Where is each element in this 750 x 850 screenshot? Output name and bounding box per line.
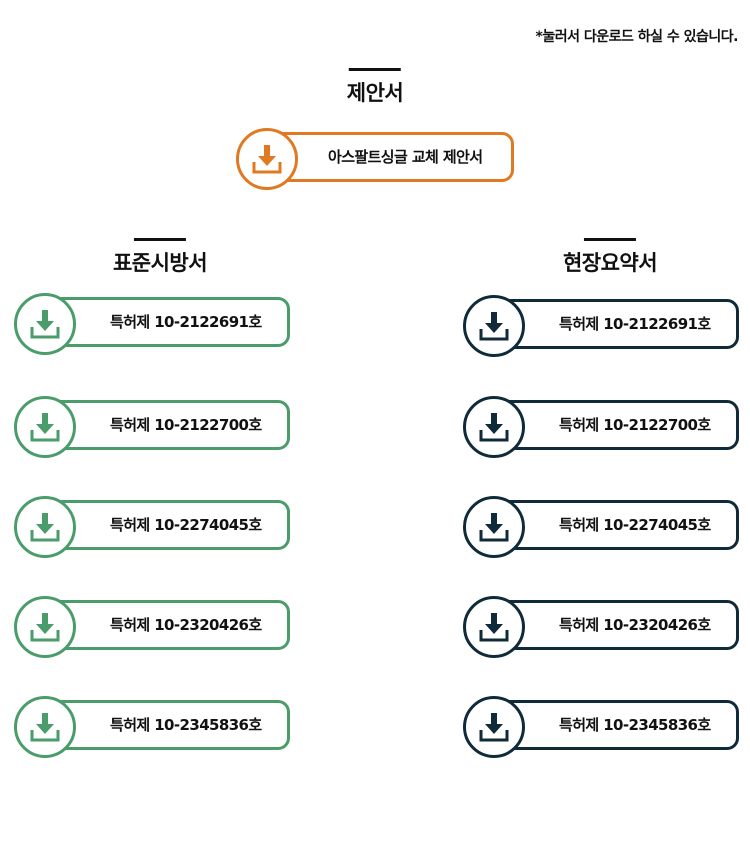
proposal-title-text: 제안서 [346, 81, 404, 105]
download-label: 특허제 10-2274045호 [559, 516, 711, 534]
site-summary-download-button[interactable]: 특허제 10-2274045호 [463, 496, 739, 558]
standard-spec-download-button[interactable]: 특허제 10-2274045호 [14, 496, 290, 558]
standard-spec-title-text: 표준시방서 [112, 251, 208, 275]
download-circle [236, 128, 298, 190]
button-frame [493, 600, 739, 650]
proposal-title: 제안서 [346, 68, 404, 107]
download-label: 특허제 10-2122700호 [110, 416, 262, 434]
download-label: 특허제 10-2345836호 [559, 716, 711, 734]
download-icon [30, 413, 60, 442]
title-bar [583, 238, 636, 241]
button-frame [493, 500, 739, 550]
download-icon [30, 713, 60, 742]
proposal-download-label: 아스팔트싱글 교체 제안서 [328, 148, 483, 166]
standard-spec-download-button[interactable]: 특허제 10-2345836호 [14, 696, 290, 758]
site-summary-title-text: 현장요약서 [562, 251, 658, 275]
download-circle [463, 596, 525, 658]
download-label: 특허제 10-2274045호 [110, 516, 262, 534]
download-circle [14, 496, 76, 558]
download-label: 특허제 10-2320426호 [110, 616, 262, 634]
button-frame [44, 500, 290, 550]
download-label: 특허제 10-2122691호 [559, 315, 711, 333]
button-frame [44, 600, 290, 650]
download-circle [463, 396, 525, 458]
button-frame [493, 400, 739, 450]
site-summary-title: 현장요약서 [562, 238, 658, 277]
site-summary-download-button[interactable]: 특허제 10-2122691호 [463, 295, 739, 357]
site-summary-download-button[interactable]: 특허제 10-2320426호 [463, 596, 739, 658]
download-hint: *눌러서 다운로드 하실 수 있습니다. [535, 29, 739, 45]
download-circle [463, 696, 525, 758]
standard-spec-download-button[interactable]: 특허제 10-2320426호 [14, 596, 290, 658]
download-icon [30, 613, 60, 642]
download-icon [479, 713, 509, 742]
download-label: 특허제 10-2122700호 [559, 416, 711, 434]
button-frame [44, 400, 290, 450]
download-icon [479, 613, 509, 642]
download-icon [30, 513, 60, 542]
standard-spec-download-button[interactable]: 특허제 10-2122700호 [14, 396, 290, 458]
download-icon [479, 513, 509, 542]
standard-spec-title: 표준시방서 [112, 238, 208, 277]
download-circle [14, 696, 76, 758]
download-circle [463, 496, 525, 558]
download-icon [479, 312, 509, 341]
button-frame [493, 299, 739, 349]
download-label: 특허제 10-2122691호 [110, 313, 262, 331]
title-bar [133, 238, 186, 241]
button-frame [266, 132, 514, 182]
site-summary-download-button[interactable]: 특허제 10-2122700호 [463, 396, 739, 458]
download-icon [479, 413, 509, 442]
download-label: 특허제 10-2320426호 [559, 616, 711, 634]
button-frame [44, 700, 290, 750]
download-circle [14, 596, 76, 658]
download-label: 특허제 10-2345836호 [110, 716, 262, 734]
button-frame [44, 297, 290, 347]
download-circle [14, 293, 76, 355]
download-icon [252, 145, 282, 174]
site-summary-download-button[interactable]: 특허제 10-2345836호 [463, 696, 739, 758]
proposal-download-button[interactable]: 아스팔트싱글 교체 제안서 [236, 128, 514, 190]
download-circle [463, 295, 525, 357]
title-bar [349, 68, 401, 71]
download-circle [14, 396, 76, 458]
download-icon [30, 310, 60, 339]
standard-spec-download-button[interactable]: 특허제 10-2122691호 [14, 293, 290, 355]
